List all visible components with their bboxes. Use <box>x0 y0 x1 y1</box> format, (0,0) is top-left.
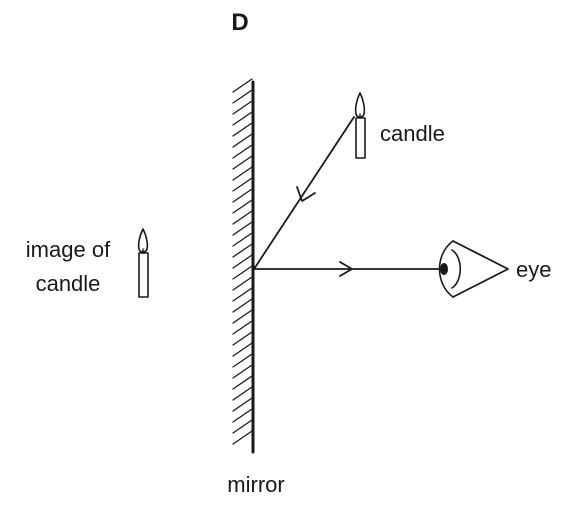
hatch-line <box>232 298 253 313</box>
candle-icon <box>354 92 366 159</box>
mirror <box>232 78 255 454</box>
hatch-line <box>232 210 253 225</box>
hatch-line <box>232 353 253 368</box>
hatch-line <box>232 265 253 280</box>
hatch-line <box>232 177 253 192</box>
image-label-line2: candle <box>36 271 101 296</box>
hatch-line <box>232 419 253 434</box>
mirror-hatching <box>232 78 253 445</box>
hatch-line <box>232 89 253 104</box>
hatch-line <box>232 342 253 357</box>
hatch-line <box>232 232 253 247</box>
hatch-line <box>232 243 253 258</box>
hatch-line <box>232 375 253 390</box>
hatch-line <box>232 144 253 159</box>
hatch-line <box>232 287 253 302</box>
hatch-line <box>232 100 253 115</box>
reflected-ray <box>253 261 444 277</box>
hatch-line <box>232 188 253 203</box>
hatch-line <box>232 133 253 148</box>
hatch-line <box>232 199 253 214</box>
reflected-ray-arrowhead <box>339 261 353 277</box>
eye-icon <box>438 240 509 298</box>
hatch-line <box>232 386 253 401</box>
hatch-line <box>232 408 253 423</box>
hatch-line <box>232 221 253 236</box>
diagram-title: D <box>231 9 248 36</box>
hatch-line <box>232 331 253 346</box>
eye-label: eye <box>516 257 551 282</box>
hatch-line <box>232 430 253 445</box>
hatch-line <box>232 254 253 269</box>
hatch-line <box>232 155 253 170</box>
hatch-line <box>232 122 253 137</box>
image-label-line1: image of <box>26 237 111 262</box>
eye-pupil <box>440 263 448 275</box>
hatch-line <box>232 166 253 181</box>
hatch-line <box>232 276 253 291</box>
hatch-line <box>232 364 253 379</box>
incident-ray-arrowhead <box>296 186 316 202</box>
hatch-line <box>232 78 253 93</box>
hatch-line <box>232 309 253 324</box>
mirror-label: mirror <box>227 472 284 497</box>
incident-ray <box>253 116 355 270</box>
hatch-line <box>232 111 253 126</box>
hatch-line <box>232 320 253 335</box>
image-candle-icon <box>137 228 149 298</box>
hatch-line <box>232 397 253 412</box>
candle-label: candle <box>380 121 445 146</box>
